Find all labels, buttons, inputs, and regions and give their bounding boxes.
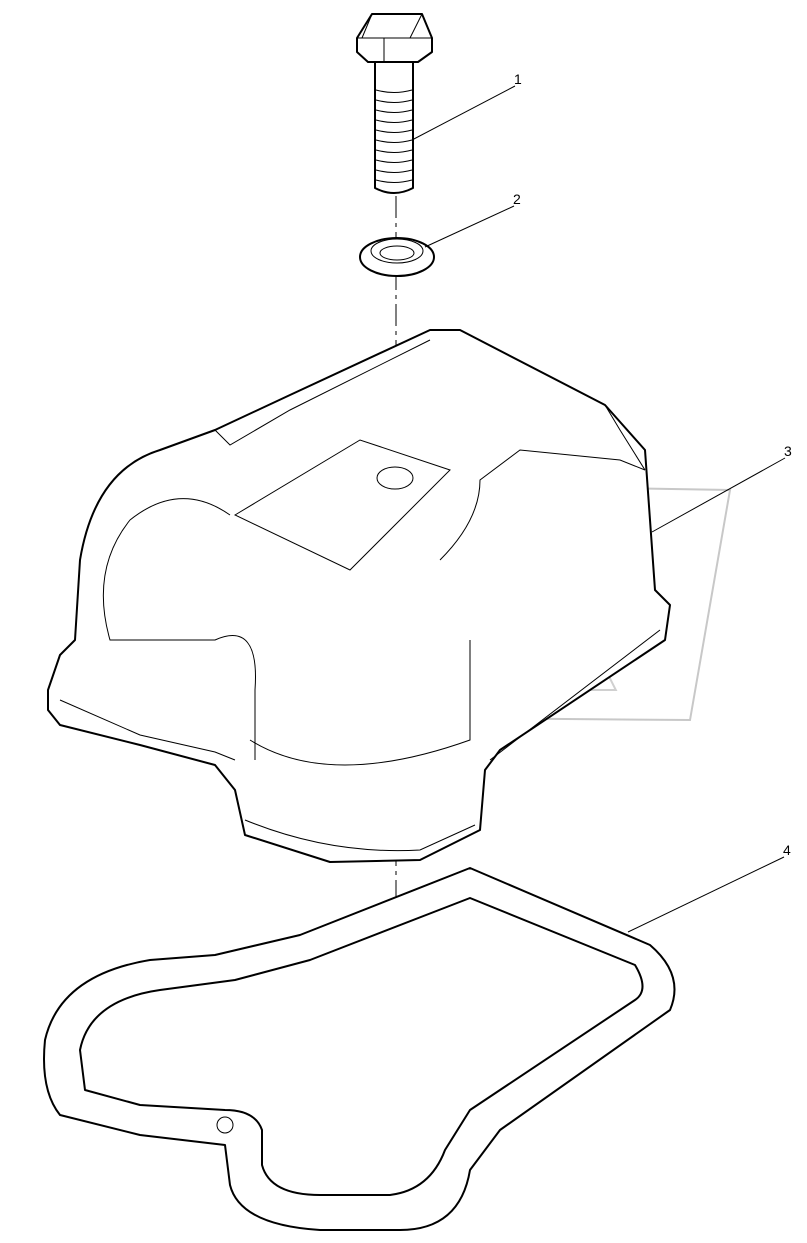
callout-label-1: 1	[514, 71, 522, 87]
callout-label-2: 2	[513, 191, 521, 207]
callout-label-3: 3	[784, 443, 792, 459]
callout-2: 2	[424, 191, 521, 248]
bolt-part[interactable]	[356, 13, 433, 194]
washer-part[interactable]	[359, 237, 435, 277]
callout-3: 3	[651, 443, 792, 533]
callout-4: 4	[627, 842, 791, 933]
gasket-part[interactable]	[43, 867, 676, 1231]
valve-cover-part[interactable]	[47, 329, 671, 863]
callout-1: 1	[411, 71, 522, 141]
callout-label-4: 4	[783, 842, 791, 858]
